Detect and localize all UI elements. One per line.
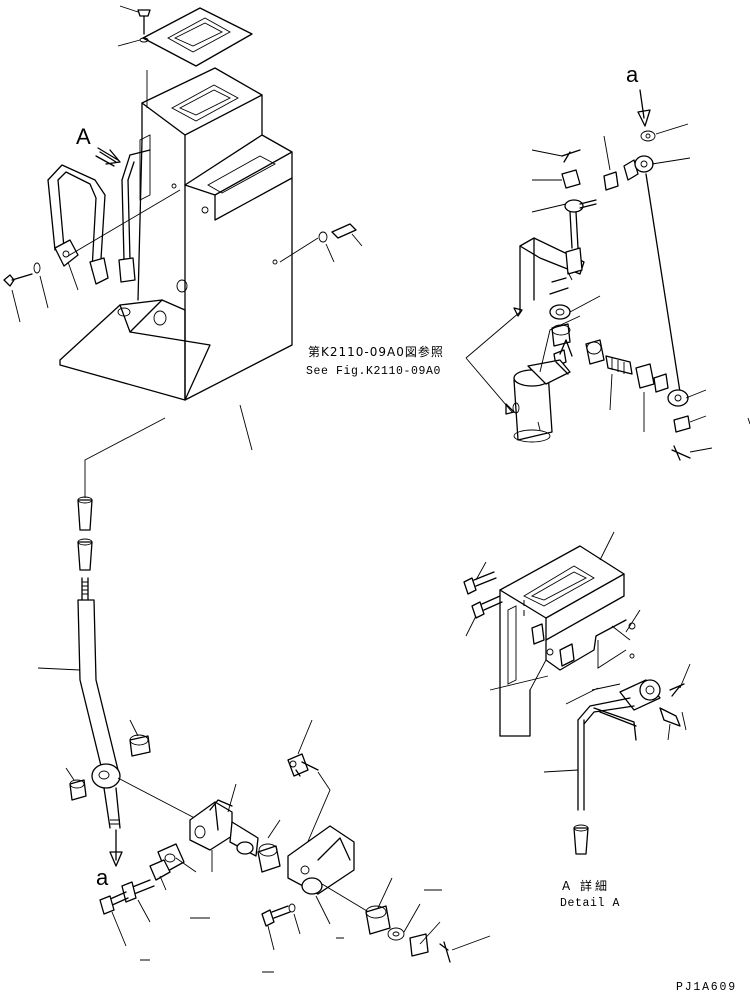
figure-id: PJ1A609 — [676, 981, 737, 992]
top-screw — [117, 5, 151, 47]
detail-caption-en: Detail A — [560, 897, 620, 910]
lever-assembly: a — [37, 496, 151, 890]
grab-handle — [47, 164, 181, 285]
connector-label-a-upper: a — [626, 62, 639, 87]
center-bushings — [257, 819, 281, 873]
box-leader — [239, 404, 253, 451]
reference-en: See Fig.K2110-09A0 — [306, 365, 441, 378]
right-bolt — [279, 223, 363, 263]
link-rod — [118, 149, 151, 283]
detail-caption: A 詳細 Detail A — [560, 878, 620, 910]
limit-switch — [287, 719, 331, 861]
mounting-bracket — [287, 825, 491, 963]
detail-caption-jp: A 詳細 — [562, 878, 610, 893]
cable-leader — [84, 417, 166, 498]
pivot-bracket — [117, 777, 259, 872]
reference-jp: 第K2110-09A0図参照 — [308, 344, 444, 359]
reference-callout: 第K2110-09A0図参照 See Fig.K2110-09A0 — [306, 307, 523, 415]
view-label-a: A — [76, 124, 91, 149]
console-box — [59, 7, 293, 401]
lower-left-hardware — [99, 843, 210, 947]
linkage-group: a — [512, 62, 750, 461]
detail-a — [463, 531, 691, 855]
view-arrow-a: A — [76, 124, 121, 167]
connector-label-a-lower: a — [96, 865, 109, 890]
left-bolts — [3, 261, 79, 323]
bottom-bolt — [140, 903, 301, 973]
